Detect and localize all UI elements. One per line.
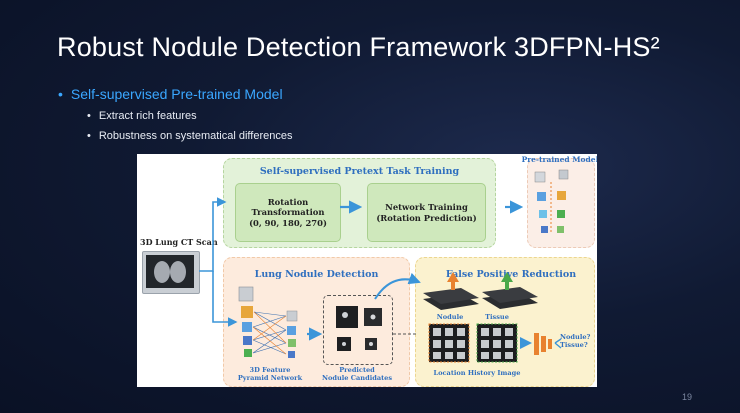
sub-bullet-text: Extract rich features — [98, 110, 197, 122]
lung-icon — [146, 255, 194, 288]
network-training-box: Network Training (Rotation Prediction) — [367, 183, 486, 242]
fpn-caption-line: 3D Feature — [249, 366, 291, 374]
bullet-self-supervised: • Self-supervised Pre-trained Model — [58, 86, 283, 102]
figure-graphics — [146, 169, 569, 363]
rotation-line: Transformation — [251, 207, 325, 218]
fpn-network-icon — [238, 286, 298, 358]
output-label: Tissue? — [560, 340, 588, 349]
candidates-caption: Predicted Nodule Candidates — [317, 366, 397, 382]
arrow-to-fp-reduction — [374, 272, 421, 300]
bullet-dot-icon: • — [87, 110, 91, 122]
arrow-to-pretext — [199, 197, 227, 272]
ct-scan-label: 3D Lung CT Scan — [140, 237, 218, 247]
network-line: Network Training — [385, 202, 468, 213]
nodule-label: Nodule — [436, 313, 464, 321]
candidates-caption-line: Nodule Candidates — [321, 373, 393, 382]
fpn-caption: 3D Feature Pyramid Network — [231, 366, 309, 382]
false-positive-title: False Positive Reduction — [445, 269, 577, 280]
fpn-caption-line: Pyramid Network — [237, 373, 303, 382]
network-line: (Rotation Prediction) — [376, 212, 477, 223]
candidate-images — [336, 306, 382, 351]
sub-bullet-1: • Extract rich features — [87, 110, 197, 122]
pretext-title: Self-supervised Pretext Task Training — [259, 166, 460, 177]
output-arrows — [554, 338, 562, 349]
slide-title: Robust Nodule Detection Framework 3DFPN-… — [57, 32, 660, 62]
rotation-line: (0, 90, 180, 270) — [249, 217, 327, 228]
bullet-dot-icon: • — [87, 130, 91, 142]
pretrained-network-icon — [534, 169, 569, 234]
arrow-to-detection — [212, 271, 238, 327]
pretrained-model-label: Pre-trained Model — [521, 155, 597, 164]
classifier-icon — [534, 333, 552, 355]
sub-bullet-2: • Robustness on systematical differences — [87, 130, 292, 142]
location-history-images — [428, 323, 518, 363]
nodule-candidates-frame — [323, 295, 393, 365]
output-labels: Nodule? Tissue? — [560, 333, 596, 349]
rotation-line: Rotation — [267, 197, 309, 208]
ct-slices-icon — [423, 272, 538, 310]
candidates-caption-line: Predicted — [339, 366, 375, 374]
sub-bullet-text: Robustness on systematical differences — [98, 130, 293, 142]
framework-figure: Self-supervised Pretext Task Training Ro… — [137, 154, 597, 387]
history-caption: Location History Image — [433, 369, 521, 377]
pretext-training-box: Self-supervised Pretext Task Training Ro… — [223, 158, 496, 248]
bullet-text: Self-supervised Pre-trained Model — [70, 86, 283, 102]
rotation-box: Rotation Transformation (0, 90, 180, 270… — [235, 183, 341, 242]
lung-nodule-title: Lung Nodule Detection — [254, 269, 379, 280]
bullet-dot-icon: • — [58, 86, 63, 102]
output-label: Nodule? — [560, 333, 591, 341]
page-number: 19 — [681, 392, 692, 402]
tissue-label: Tissue — [485, 313, 509, 321]
